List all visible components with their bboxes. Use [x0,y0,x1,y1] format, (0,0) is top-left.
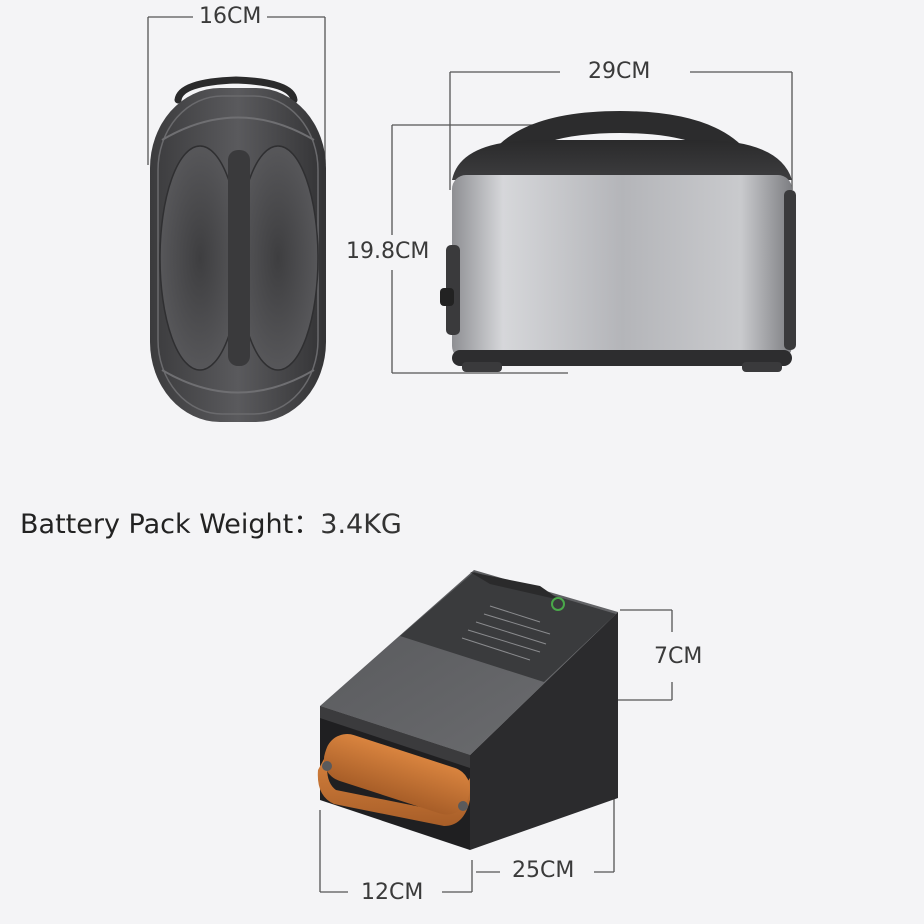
front-width-label: 16CM [193,6,268,28]
battery-height-label: 7CM [648,646,709,668]
front-view [147,16,326,422]
weight-value: 3.4KG [320,509,402,540]
side-width-label: 29CM [582,61,657,83]
battery-pack-view [317,570,673,893]
side-height-label: 19.8CM [340,241,436,263]
weight-label: Battery Pack Weight： [20,509,321,540]
battery-weight-text: Battery Pack Weight：3.4KG [20,502,402,541]
battery-width-label: 12CM [355,882,430,904]
side-view [391,71,796,374]
battery-length-label: 25CM [506,860,581,882]
